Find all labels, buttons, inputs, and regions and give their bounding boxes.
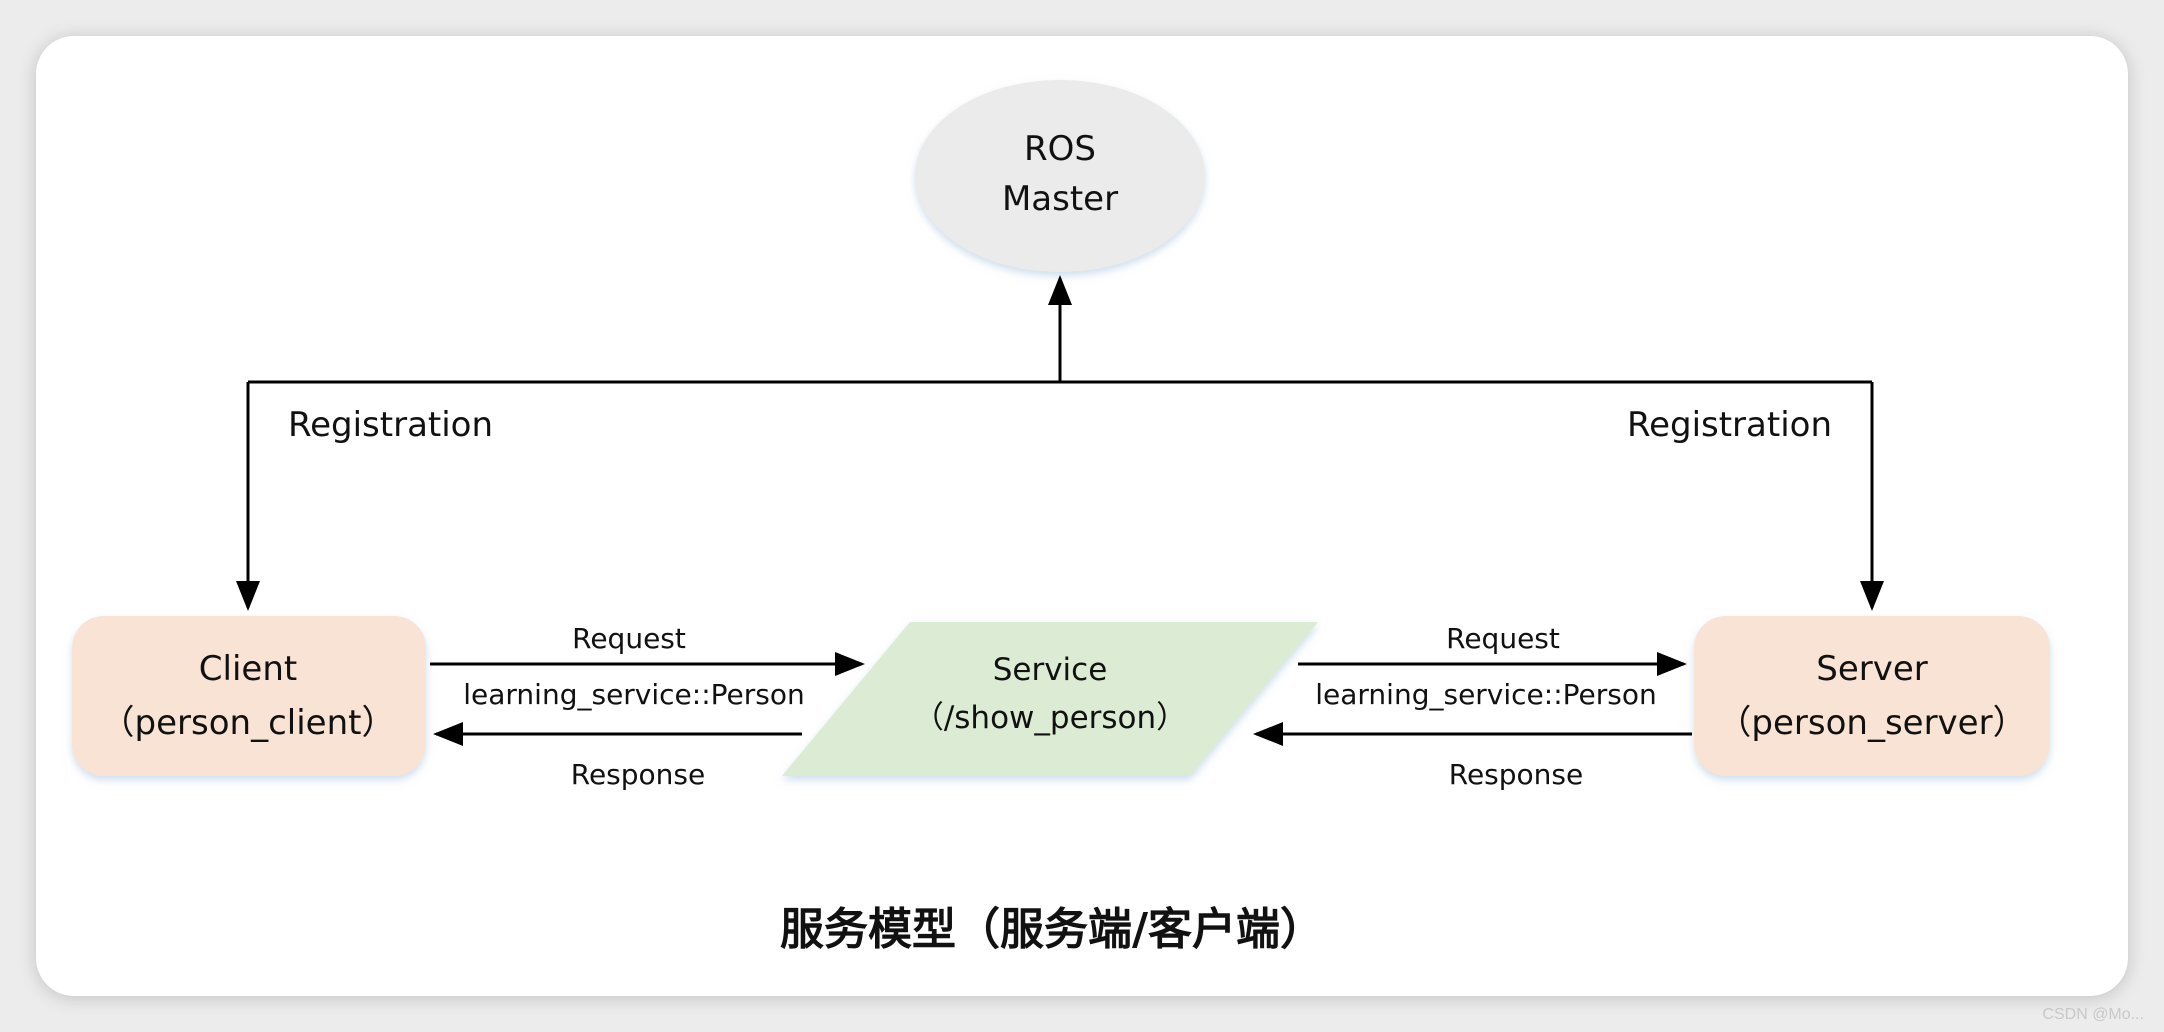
diagram-caption: 服务模型（服务端/客户端）: [780, 904, 1324, 955]
client-shape: [72, 616, 426, 776]
right-registration-label: Registration: [1627, 405, 1832, 445]
right-type-label: learning_service::Person: [1315, 678, 1656, 711]
left-request-label: Request: [572, 622, 686, 655]
left-response-label: Response: [571, 758, 705, 791]
service-node: Service （/show_person）: [782, 622, 1318, 776]
server-node: Server （person_server）: [1694, 616, 2050, 776]
ros-master-shape: [915, 80, 1205, 272]
right-response-label: Response: [1449, 758, 1583, 791]
client-label-line1: Client: [199, 649, 297, 689]
client-service-arrows: [430, 652, 865, 746]
watermark: CSDN @Mo...: [2042, 1006, 2144, 1023]
service-shape: [782, 622, 1318, 776]
registration-connectors: [236, 275, 1884, 611]
server-label-line2: （person_server）: [1717, 703, 2026, 743]
left-registration-label: Registration: [288, 405, 493, 445]
client-label-line2: （person_client）: [101, 703, 396, 743]
server-shape: [1694, 616, 2050, 776]
service-server-arrows: [1253, 652, 1692, 746]
left-type-label: learning_service::Person: [463, 678, 804, 711]
service-label-line2: （/show_person）: [913, 700, 1187, 736]
client-node: Client （person_client）: [72, 616, 426, 776]
server-label-line1: Server: [1816, 649, 1928, 689]
ros-master-label-line2: Master: [1002, 179, 1118, 219]
right-request-label: Request: [1446, 622, 1560, 655]
service-label-line1: Service: [993, 652, 1108, 688]
ros-master-node: ROS Master: [915, 80, 1205, 272]
ros-master-label-line1: ROS: [1024, 129, 1096, 169]
